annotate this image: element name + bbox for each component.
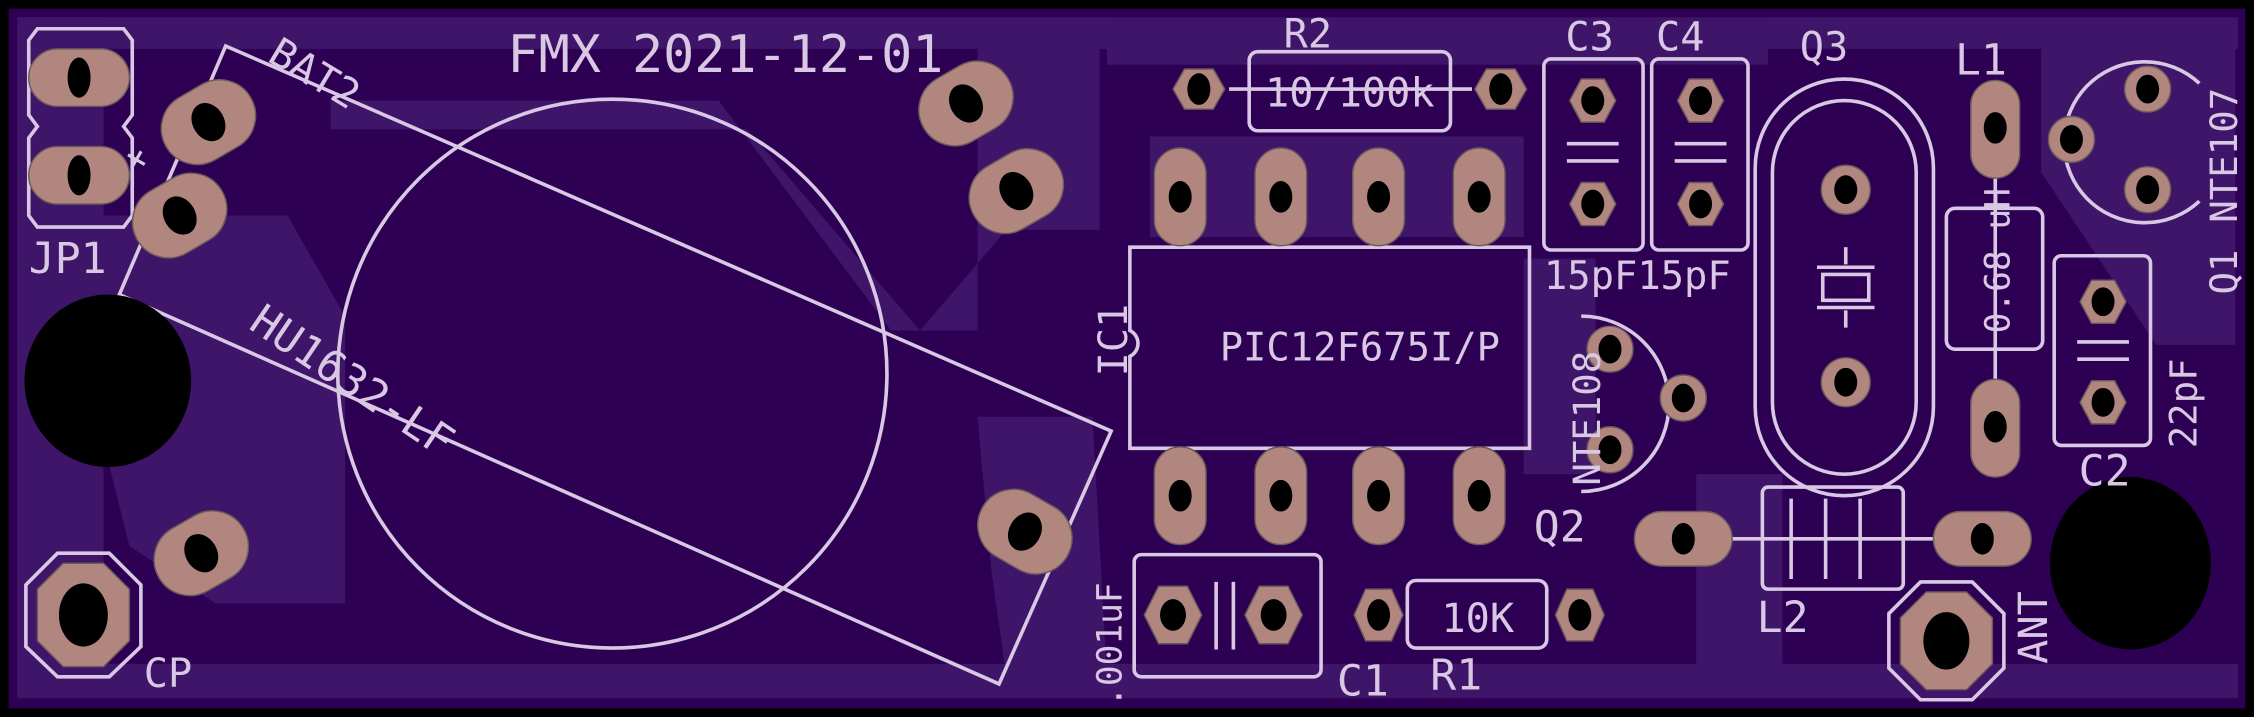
bat2-pad: [977, 488, 1073, 575]
c1-label: C1: [1337, 656, 1389, 706]
board-title: FMX 2021-12-01: [507, 25, 943, 85]
c2-label: C2: [2079, 447, 2131, 497]
ic1-value: PIC12F675I/P: [1220, 326, 1500, 371]
cp-test-point[interactable]: CP: [24, 551, 192, 697]
q3-label: Q3: [1800, 24, 1848, 70]
cp-label: CP: [144, 651, 192, 697]
c2-capacitor[interactable]: 22pF C2: [2052, 253, 2206, 497]
bat2-pad: [131, 172, 228, 259]
r1-label: R1: [1430, 651, 1482, 701]
c3-capacitor[interactable]: C3: [1542, 14, 1645, 252]
ant-connector[interactable]: ANT: [1887, 580, 2057, 702]
c3-c4-values: 15pF15pF: [1544, 254, 1731, 299]
r2-resistor[interactable]: R2 10/100k: [1172, 11, 1528, 133]
c1-capacitor[interactable]: .001uF C1: [1090, 552, 1389, 707]
c2-value: 22pF: [2161, 358, 2205, 448]
c1-value: .001uF: [1090, 582, 1130, 707]
bat2-pad: [968, 147, 1065, 235]
r1-value: 10K: [1441, 596, 1514, 642]
q1-value: NTE107: [2202, 88, 2246, 223]
l1-inductor[interactable]: 0.68 uH L1: [1944, 36, 2045, 478]
jp1-jumper[interactable]: JP1: [26, 26, 135, 284]
q2-transistor[interactable]: NTE108 Q2: [1534, 314, 1708, 553]
ic1-chip[interactable]: IC1 PIC12F675I/P: [1091, 147, 1532, 546]
mounting-hole: [24, 294, 192, 467]
l2-label: L2: [1757, 593, 1809, 643]
l1-label: L1: [1955, 36, 2007, 86]
r1-resistor[interactable]: 10K R1: [1353, 578, 1606, 701]
c4-label: C4: [1656, 14, 1704, 60]
ic1-pins: [1153, 147, 1506, 546]
l2-inductor[interactable]: L2: [1633, 485, 2032, 643]
bat2-pad: [160, 79, 257, 166]
copper-pour: [17, 17, 2239, 699]
c3-label: C3: [1565, 14, 1613, 60]
ic1-label: IC1: [1091, 304, 1137, 377]
mounting-hole: [2049, 477, 2211, 650]
c4-capacitor[interactable]: C4: [1649, 14, 1750, 252]
q3-crystal[interactable]: Q3: [1753, 24, 1936, 498]
r2-value: 10/100k: [1265, 70, 1435, 116]
l1-value: 0.68 uH: [1979, 188, 2019, 333]
q2-label: Q2: [1534, 503, 1586, 553]
q1-transistor[interactable]: NTE107 Q1: [2047, 59, 2246, 295]
r2-label: R2: [1284, 11, 1332, 57]
q1-label: Q1: [2202, 250, 2246, 295]
jp1-label: JP1: [29, 234, 107, 284]
ant-label: ANT: [2011, 591, 2057, 664]
bat2-pad: [918, 60, 1014, 147]
bat2-pad: [153, 510, 250, 597]
q2-value: NTE108: [1565, 351, 1609, 486]
